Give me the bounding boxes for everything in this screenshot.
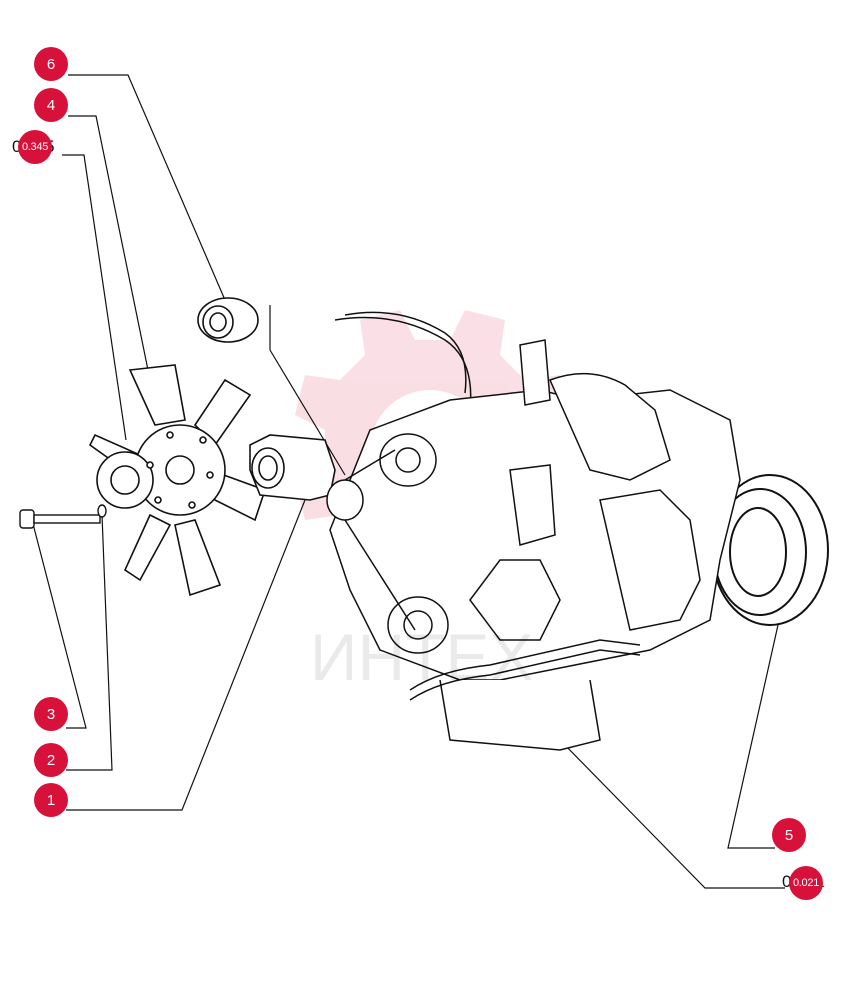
leader-6 bbox=[68, 74, 226, 301]
fan-drawing bbox=[88, 364, 267, 597]
callout-4[interactable]: 4 bbox=[34, 88, 68, 122]
belt-pointer-line-2 bbox=[269, 349, 346, 476]
leader-5 bbox=[727, 624, 779, 849]
leader-1 bbox=[66, 499, 306, 811]
leader-4 bbox=[68, 115, 149, 371]
spacer-drawing bbox=[249, 434, 336, 501]
callout-1[interactable]: 1 bbox=[34, 783, 68, 817]
leader-3 bbox=[31, 519, 87, 729]
callout-3[interactable]: 3 bbox=[34, 697, 68, 731]
bushing-drawing bbox=[197, 297, 259, 343]
leader-0021 bbox=[559, 739, 785, 889]
bolt-drawing bbox=[19, 504, 107, 529]
callout-5[interactable]: 5 bbox=[772, 818, 806, 852]
engine-drawing bbox=[326, 311, 741, 751]
callout-0345[interactable]: 0.345 bbox=[18, 130, 52, 164]
seal-ring-drawing bbox=[711, 474, 829, 626]
callout-6[interactable]: 6 bbox=[34, 47, 68, 81]
leader-lines bbox=[31, 74, 785, 889]
callout-0021[interactable]: 0.021 bbox=[789, 866, 823, 900]
leader-2 bbox=[66, 514, 113, 771]
callout-2[interactable]: 2 bbox=[34, 743, 68, 777]
watermark-text: ИНТЕХ bbox=[310, 620, 533, 694]
leader-0345 bbox=[62, 154, 127, 441]
